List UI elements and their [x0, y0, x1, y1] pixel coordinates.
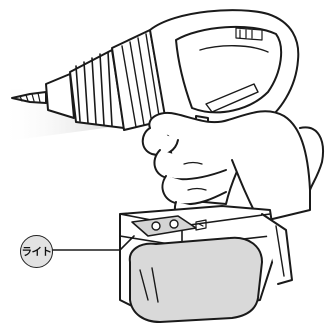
- battery-side-shade: [130, 238, 262, 322]
- light-callout-label: ライト: [20, 235, 53, 268]
